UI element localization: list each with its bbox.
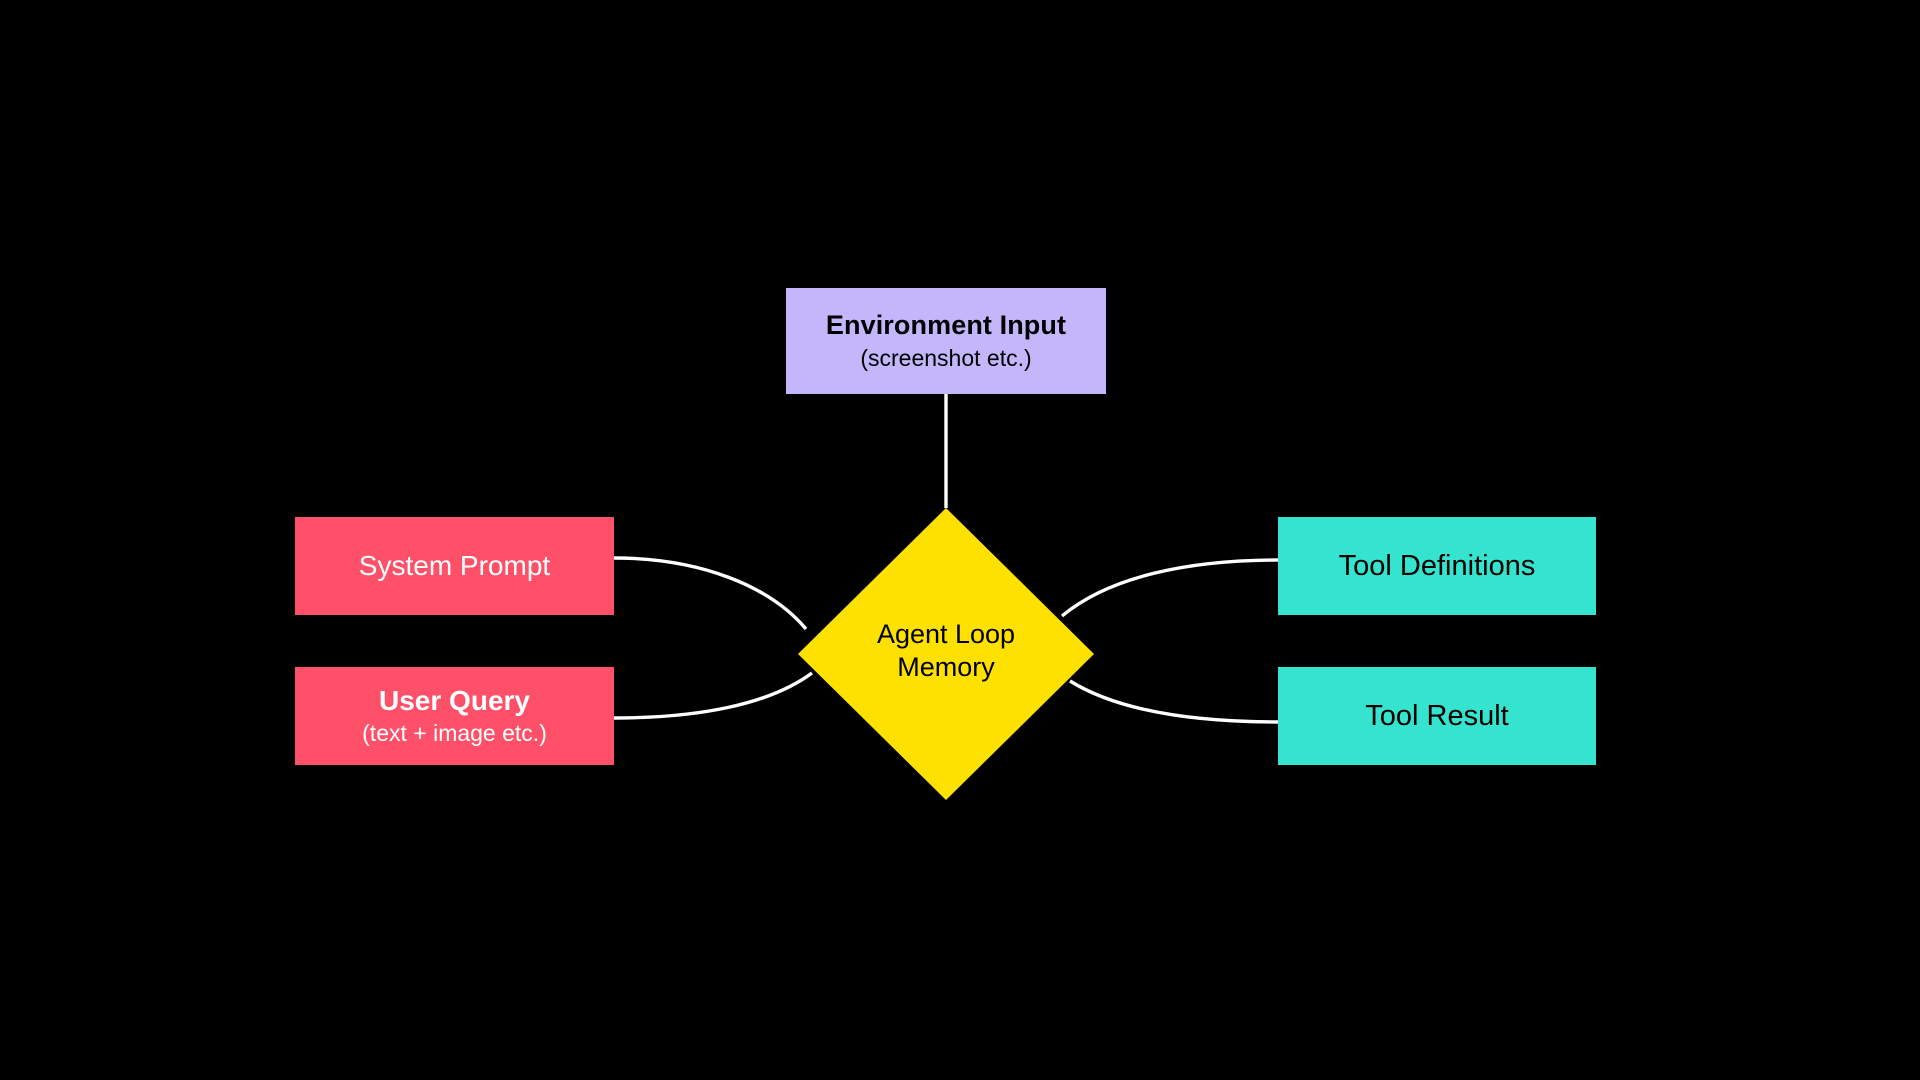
- node-environment-input-title: Environment Input: [825, 310, 1067, 340]
- node-user-query-subtitle: (text + image etc.): [362, 720, 547, 747]
- node-tool-definitions[interactable]: Tool Definitions: [1278, 517, 1596, 615]
- edge-user-query-to-agent-loop-memory: [613, 671, 814, 720]
- edge-agent-loop-memory-to-tool-definitions: [1060, 558, 1279, 618]
- node-user-query[interactable]: User Query (text + image etc.): [295, 667, 614, 765]
- node-user-query-title: User Query: [379, 685, 530, 717]
- node-agent-loop-memory-title: Agent Loop: [876, 619, 1016, 650]
- node-tool-result-title: Tool Result: [1365, 699, 1509, 732]
- node-environment-input-subtitle: (screenshot etc.): [860, 344, 1032, 371]
- node-tool-result[interactable]: Tool Result: [1278, 667, 1596, 765]
- node-system-prompt-title: System Prompt: [358, 550, 551, 582]
- edge-agent-loop-memory-to-tool-result: [1069, 679, 1279, 724]
- node-system-prompt[interactable]: System Prompt: [295, 517, 614, 615]
- node-agent-loop-memory-label: Agent Loop Memory: [877, 618, 1015, 684]
- node-agent-loop-memory-subtitle: Memory: [897, 652, 995, 682]
- edge-system-prompt-to-agent-loop-memory: [613, 556, 808, 631]
- node-environment-input[interactable]: Environment Input (screenshot etc.): [786, 288, 1106, 394]
- node-tool-definitions-title: Tool Definitions: [1338, 549, 1536, 582]
- node-agent-loop-memory[interactable]: Agent Loop Memory: [798, 508, 1094, 800]
